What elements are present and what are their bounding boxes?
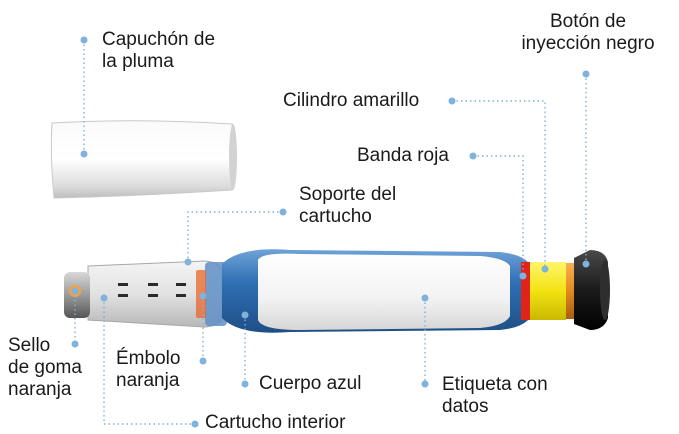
- leader-dots: [71, 36, 590, 428]
- label-seal-line2: de goma: [8, 357, 82, 378]
- pen-cap: [50, 120, 237, 199]
- label-data-label-line2: datos: [442, 396, 489, 417]
- label-yellow-cylinder: Cilindro amarillo: [283, 90, 420, 111]
- label-button-line2: inyección negro: [521, 33, 655, 54]
- label-body: Cuerpo azul: [259, 373, 362, 394]
- black-injection-button: [574, 250, 610, 330]
- orange-ring: [566, 263, 576, 319]
- label-holder-line1: Soporte del: [299, 184, 397, 205]
- label-button-line1: Botón de: [549, 11, 627, 32]
- cartridge-holder: [87, 260, 227, 328]
- data-label: [258, 253, 510, 330]
- blue-body: [222, 249, 528, 333]
- yellow-cylinder: [530, 262, 566, 320]
- label-data-label-line1: Etiqueta con: [442, 374, 548, 395]
- label-seal: Sello de goma naranja: [8, 335, 82, 401]
- leader-lines: [74, 40, 587, 425]
- label-holder-line2: cartucho: [299, 206, 372, 227]
- label-plunger: Émbolo naranja: [116, 348, 180, 392]
- cartridge-markings: [118, 283, 186, 297]
- label-seal-line3: naranja: [8, 379, 72, 400]
- label-cap: Capuchón de la pluma: [102, 29, 215, 73]
- pen: [64, 249, 610, 333]
- label-cap-line2: la pluma: [102, 51, 174, 72]
- label-plunger-line2: naranja: [116, 370, 180, 391]
- red-band: [521, 262, 530, 320]
- label-seal-line1: Sello: [8, 335, 51, 356]
- label-holder: Soporte del cartucho: [299, 184, 396, 228]
- label-button: Botón de inyección negro: [503, 11, 673, 55]
- label-red-band: Banda roja: [357, 145, 449, 166]
- label-plunger-line1: Émbolo: [116, 348, 181, 369]
- label-cartridge: Cartucho interior: [205, 412, 346, 433]
- label-data-label: Etiqueta con datos: [442, 374, 548, 418]
- label-cap-line1: Capuchón de: [102, 29, 216, 50]
- needle-end: [64, 272, 90, 318]
